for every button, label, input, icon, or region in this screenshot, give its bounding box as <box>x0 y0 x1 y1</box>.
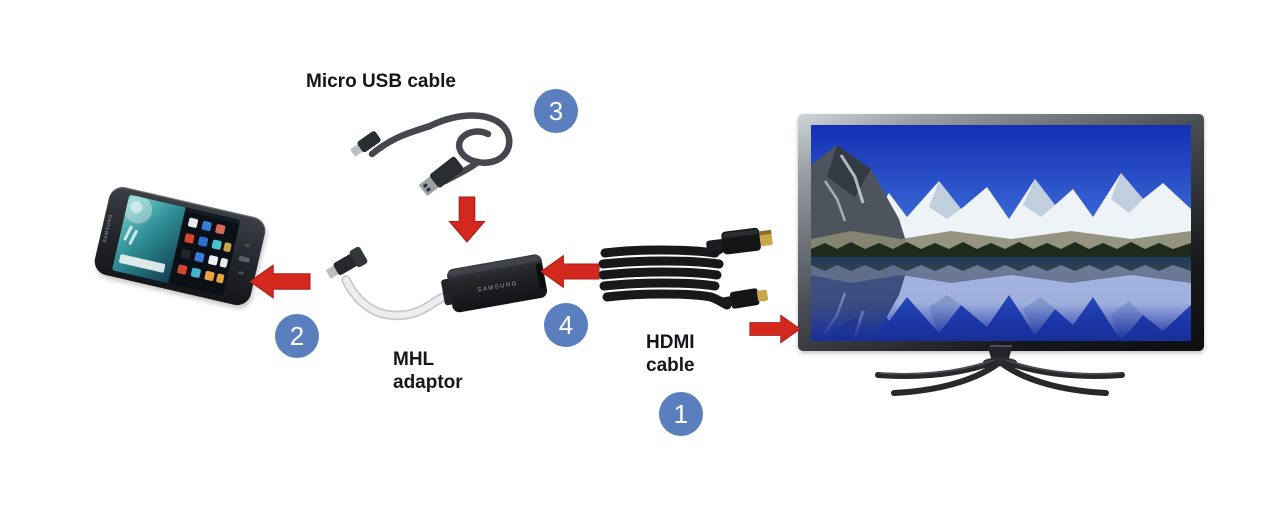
arrow-right-icon <box>749 312 801 346</box>
micro-usb-cable-image <box>350 112 513 196</box>
adaptor-hdmi-socket: SAMSUNG <box>441 254 548 313</box>
phone-screen <box>111 194 241 296</box>
step-badge-4: 4 <box>544 303 588 347</box>
arrow-down-icon <box>447 196 487 243</box>
phone-brand-label: SAMSUNG <box>101 213 115 244</box>
step-badge-2: 2 <box>275 314 319 358</box>
phone-side-key <box>238 270 244 275</box>
tv-screen <box>811 125 1191 341</box>
mhl-adaptor-label: MHL adaptor <box>393 349 463 393</box>
hdmi-cable-image <box>598 227 773 310</box>
tv-stand <box>875 347 1125 396</box>
micro-usb-cable-label: Micro USB cable <box>306 71 456 92</box>
step-badge-1: 1 <box>659 392 703 436</box>
step-badge-3: 3 <box>534 89 578 133</box>
smartphone-image: SAMSUNG <box>91 184 269 308</box>
arrow-left-icon <box>540 253 600 290</box>
hdmi-plug-large <box>706 227 773 255</box>
hdmi-cable-label: HDMI cable <box>646 332 695 376</box>
mhl-adaptor-image: SAMSUNG <box>326 246 548 321</box>
phone-home-button <box>238 255 251 263</box>
adaptor-micro-usb-plug <box>326 246 368 279</box>
tv-image <box>798 114 1204 351</box>
usb-a-plug <box>419 156 464 196</box>
phone-body: SAMSUNG <box>91 184 269 308</box>
micro-usb-plug <box>350 131 381 157</box>
tv-logo <box>990 345 1012 348</box>
tv-landscape-picture <box>811 125 1191 341</box>
arrow-left-icon <box>249 263 311 300</box>
phone-wallpaper <box>111 194 241 296</box>
hdmi-plug-mini <box>719 288 769 309</box>
phone-side-key <box>244 243 251 248</box>
